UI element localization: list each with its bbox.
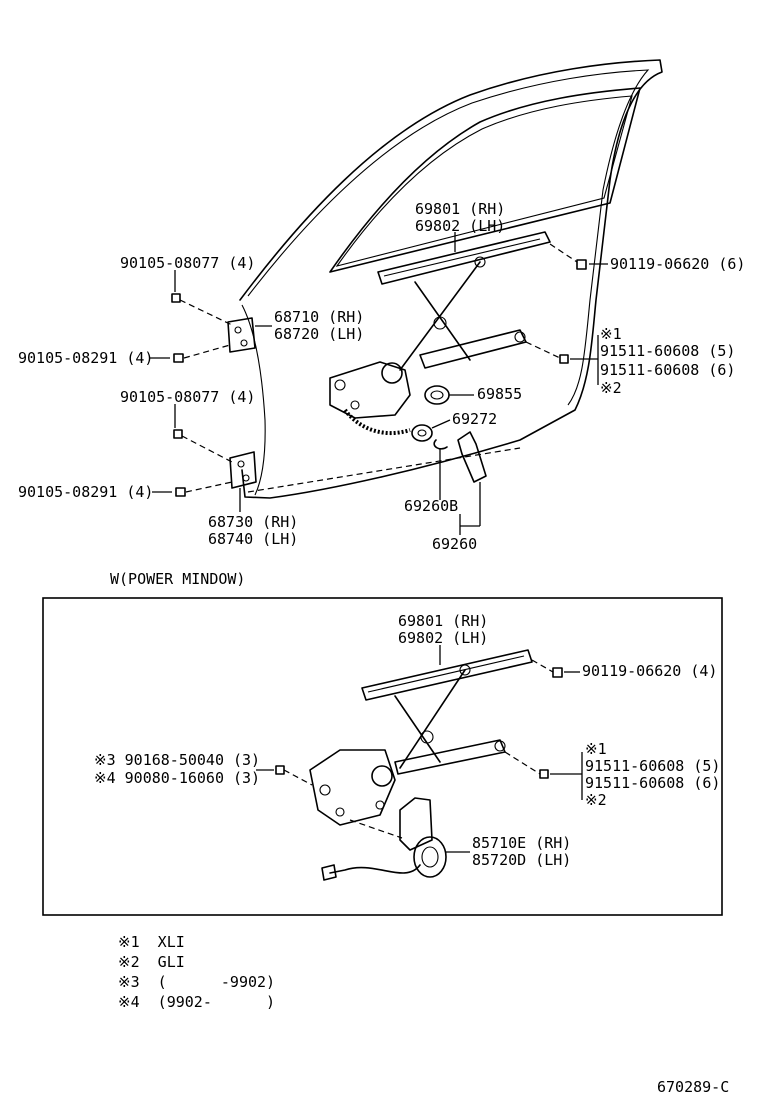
label-regulator-lh: 69802 (LH) [415, 217, 505, 235]
label-hinge-lower-lh: 68740 (LH) [208, 530, 298, 548]
label-pw-bolt-right-1: 91511-60608 (5) [585, 757, 720, 775]
regulator-knob [424, 385, 450, 405]
label-bolt-right-1: 91511-60608 (5) [600, 342, 735, 360]
label-pw-mark1: ※1 [585, 740, 607, 758]
upper-hinge [227, 317, 256, 353]
label-clip: 69260B [404, 497, 458, 515]
label-bolt-mid-left: 90105-08291 (4) [18, 349, 153, 367]
pw-labels: 69801 (RH) 69802 (LH) 90119-06620 (4) ※3… [94, 612, 720, 869]
label-mark2-top: ※2 [600, 379, 622, 397]
label-handle: 69260 [432, 535, 477, 553]
label-pw-bolt-top: 90119-06620 (4) [582, 662, 717, 680]
label-pw-regulator-lh: 69802 (LH) [398, 629, 488, 647]
pw-bolt-icons [275, 667, 563, 779]
label-hinge-lower-rh: 68730 (RH) [208, 513, 298, 531]
label-pw-regulator-rh: 69801 (RH) [398, 612, 488, 630]
window-handle [457, 431, 487, 483]
washer [411, 424, 433, 442]
label-bolt-top-right: 90119-06620 (6) [610, 255, 745, 273]
label-hinge-upper-lh: 68720 (LH) [274, 325, 364, 343]
door-outline [239, 59, 663, 499]
label-bolt-upper-left: 90105-08077 (4) [120, 254, 255, 272]
leader-lines [150, 232, 608, 535]
label-pw-mark2: ※2 [585, 791, 607, 809]
lower-hinge [229, 451, 257, 489]
label-mark1-top: ※1 [600, 325, 622, 343]
pw-guide-lines [283, 659, 554, 839]
label-pw-mark4-bolt: ※4 90080-16060 (3) [94, 769, 260, 787]
label-bolt-lower-left-1: 90105-08077 (4) [120, 388, 255, 406]
label-knob: 69855 [477, 385, 522, 403]
legend: ※1 XLI ※2 GLI ※3 ( -9902) ※4 (9902- ) [118, 933, 275, 1011]
window-motor [321, 797, 447, 881]
label-regulator-rh: 69801 (RH) [415, 200, 505, 218]
label-washer: 69272 [452, 410, 497, 428]
label-hinge-upper-rh: 68710 (RH) [274, 308, 364, 326]
clip [433, 439, 448, 450]
label-bolt-lower-left-2: 90105-08291 (4) [18, 483, 153, 501]
section-title: W(POWER MINDOW) [110, 570, 245, 588]
diagram-code: 670289-C [657, 1078, 729, 1096]
guide-lines [179, 243, 578, 493]
power-window-box [42, 597, 723, 916]
legend-item: ※2 GLI [118, 953, 185, 971]
legend-item: ※3 ( -9902) [118, 973, 275, 991]
pw-leader-lines [256, 645, 583, 853]
label-pw-bolt-right-2: 91511-60608 (6) [585, 774, 720, 792]
power-window-regulator [309, 649, 533, 826]
legend-item: ※1 XLI [118, 933, 185, 951]
label-motor-lh: 85720D (LH) [472, 851, 571, 869]
bolt-icons [171, 259, 587, 497]
upper-labels: 69801 (RH) 69802 (LH) 90119-06620 (6) 90… [18, 200, 745, 553]
label-motor-rh: 85710E (RH) [472, 834, 571, 852]
label-bolt-right-2: 91511-60608 (6) [600, 361, 735, 379]
label-pw-mark3-bolt: ※3 90168-50040 (3) [94, 751, 260, 769]
legend-item: ※4 (9902- ) [118, 993, 275, 1011]
